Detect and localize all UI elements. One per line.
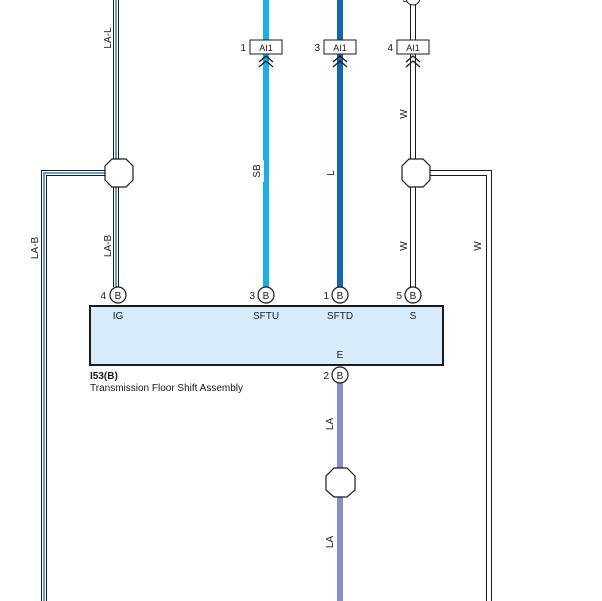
pin-name: IG — [113, 311, 124, 322]
wire-label-la-upper: LA — [325, 418, 336, 431]
connector-pin-number: 3 — [314, 43, 320, 54]
pin-letter: B — [337, 371, 344, 382]
connector-label: AI1 — [259, 43, 273, 53]
pin-number: 1 — [323, 291, 329, 302]
pin-ig: 4 B IG — [100, 286, 127, 322]
pin-sftd: 1 B SFTD — [323, 286, 353, 322]
connector-label: AI1 — [406, 43, 420, 53]
connector-pin-number: 1 — [240, 43, 246, 54]
wire-label-w-right: W — [473, 241, 484, 251]
connector-label: AI1 — [333, 43, 347, 53]
pin-sftu: 3 B SFTU — [249, 286, 279, 322]
pin-name: SFTU — [253, 311, 279, 322]
pin-letter: B — [115, 291, 122, 302]
pin-name: SFTD — [327, 311, 353, 322]
connector-pin-number: 4 — [387, 43, 393, 54]
pin-number: 3 — [249, 291, 255, 302]
wire-label-l: L — [326, 170, 337, 176]
pin-letter: B — [410, 291, 417, 302]
wire-label-sb: SB — [252, 164, 263, 178]
pin-name: S — [410, 311, 417, 322]
wire-label-w-upper: W — [399, 109, 410, 119]
wire-w-right — [424, 170, 492, 601]
wire-label-la-l: LA-L — [103, 27, 114, 49]
connector-ai1-pin3: 3 AI1 — [314, 39, 357, 68]
partial-pin-circle — [405, 0, 421, 6]
wire-label-la-b-outer: LA-B — [30, 237, 41, 260]
component-box — [89, 305, 444, 366]
connector-ai1-pin1: 1 AI1 — [240, 39, 283, 68]
wire-label-bg-sb — [255, 160, 264, 182]
wire-label-la-lower: LA — [325, 536, 336, 549]
partial-pin-number: 5 — [402, 0, 408, 5]
splice-point-right — [401, 158, 431, 188]
pin-letter: B — [337, 291, 344, 302]
pin-e: 2 B — [323, 366, 349, 384]
wire-label-la-b-inner: LA-B — [103, 235, 114, 258]
pin-s: 5 B S — [396, 286, 422, 322]
wire-label-w-lower: W — [399, 241, 410, 251]
pin-name-e: E — [337, 350, 344, 361]
connector-ai1-pin4: 4 AI1 — [387, 39, 430, 68]
wire-la-b-outer — [41, 170, 106, 601]
splice-point-bottom — [325, 467, 356, 498]
pin-letter: B — [263, 291, 270, 302]
splice-point-left — [104, 158, 134, 188]
component-code: I53(B) — [90, 371, 118, 382]
pin-number: 2 — [323, 371, 329, 382]
pin-number: 4 — [100, 291, 106, 302]
component-name: Transmission Floor Shift Assembly — [90, 383, 243, 394]
pin-number: 5 — [396, 291, 402, 302]
